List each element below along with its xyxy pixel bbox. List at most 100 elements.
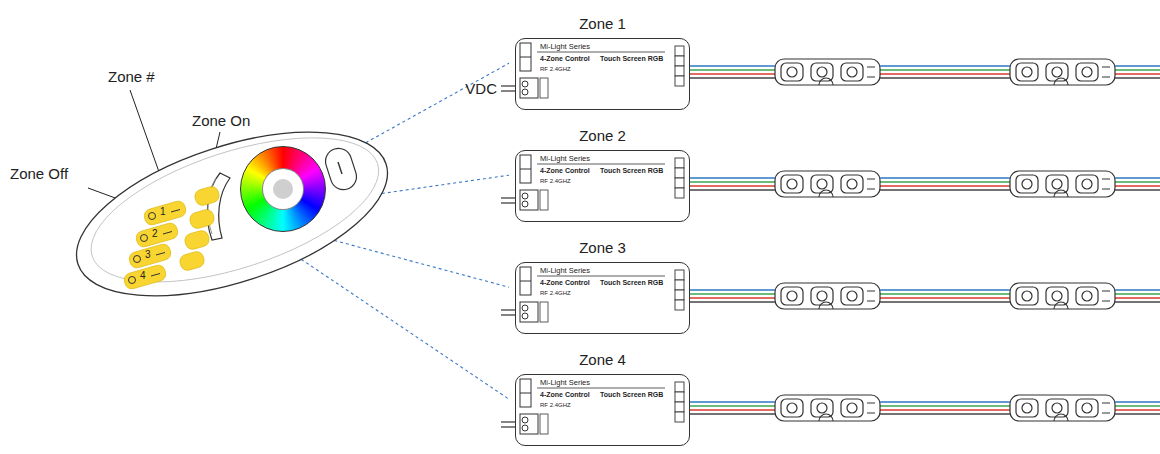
zone-button: [123, 264, 168, 291]
power-wire: [501, 85, 515, 86]
button-off-mark: [149, 213, 156, 220]
output-terminal: [675, 178, 684, 188]
button-on-mark: [171, 210, 180, 213]
zone-button: [128, 243, 173, 270]
output-terminal: [675, 56, 684, 66]
controller-box: Mi-Light Series 4-Zone Control Touch Scree…: [515, 374, 690, 446]
controller: Zone 3Mi-Light Series4-Zone ControlTouch…: [515, 236, 690, 334]
controller-text: RF 2.4GHZ: [540, 290, 571, 296]
button-on-mark: [156, 253, 165, 256]
zone-heading: Zone 4: [515, 351, 690, 368]
slider: [207, 173, 230, 240]
output-terminal: [675, 412, 684, 422]
dc-jack: [520, 302, 538, 322]
output-terminal: [675, 402, 684, 412]
power-wire: [501, 309, 515, 310]
remote-rim: [74, 128, 395, 303]
power-wire: [501, 90, 515, 91]
output-terminal: [675, 188, 684, 198]
terminal-divider: [520, 169, 531, 170]
jack-pin: [522, 305, 528, 311]
led-module: [1010, 59, 1115, 85]
button-off-mark: [129, 277, 136, 284]
controller-text: 4-Zone Control: [540, 167, 590, 174]
dc-jack: [520, 78, 538, 98]
controller-text: RF 2.4GHZ: [540, 66, 571, 72]
output-terminal: [675, 270, 684, 280]
callout-label: Zone #: [108, 68, 155, 85]
label-rule: [537, 52, 665, 53]
remote-outline: [70, 128, 400, 303]
remote-body: [70, 128, 400, 303]
controller-box: Mi-Light Series4-Zone ControlTouch Scree…: [515, 262, 690, 334]
controller-text: Mi-Light Series: [540, 154, 590, 163]
output-terminal: [675, 382, 684, 392]
jack-label-plate: [540, 302, 548, 322]
callout-label: Zone On: [192, 112, 250, 129]
controller: Zone 2 Mi-Light Series 4-Zone Control Touch…: [515, 124, 690, 222]
controller-text: Touch Screen RGB: [600, 55, 663, 62]
jack-pin: [522, 81, 528, 87]
terminal-divider: [520, 281, 531, 282]
remote-control: 1234: [70, 128, 400, 303]
output-terminal: [675, 168, 684, 178]
jack-pin: [522, 417, 528, 423]
label-rule: [537, 276, 665, 277]
color-wheel: [240, 146, 326, 232]
label-rule: [537, 164, 665, 165]
controller-text: Mi-Light Series: [540, 378, 590, 387]
power-mark: [338, 162, 342, 174]
button-on-mark: [151, 274, 160, 277]
controller-text: RF 2.4GHZ: [540, 402, 571, 408]
jack-label-plate: [540, 414, 548, 434]
zone-button: [188, 208, 215, 230]
callout-label: Zone Off: [10, 165, 68, 182]
controller-text: Touch Screen RGB: [600, 391, 663, 398]
output-terminal: [675, 66, 684, 76]
button-on-mark: [163, 232, 172, 235]
rf-link: [334, 240, 509, 287]
zone-heading: Zone 1: [515, 15, 690, 32]
button-number: 3: [145, 249, 151, 260]
zone-button: [143, 200, 188, 227]
output-terminal: [675, 280, 684, 290]
color-wheel-dot: [273, 179, 293, 199]
controller-text: Mi-Light Series: [540, 266, 590, 275]
power-wire: [501, 314, 515, 315]
jack-pin: [522, 313, 528, 319]
rf-link: [382, 175, 509, 193]
power-terminal: [520, 155, 531, 183]
button-off-mark: [134, 256, 141, 263]
button-off-mark: [141, 235, 148, 242]
power-terminal: [520, 379, 531, 407]
zone-button: [178, 250, 205, 272]
jack-pin: [522, 89, 528, 95]
controller-box: Mi-Light Series4-Zone ControlTouch Scree…: [515, 38, 690, 110]
controller-text: 4-Zone Control: [540, 55, 590, 62]
led-module: [775, 395, 880, 421]
controller-text: Touch Screen RGB: [600, 279, 663, 286]
dc-jack: [520, 414, 538, 434]
color-wheel-center: [263, 169, 303, 209]
power-terminal: [520, 43, 531, 71]
dc-jack: [520, 190, 538, 210]
button-number: 1: [160, 206, 166, 217]
jack-pin: [522, 425, 528, 431]
power-wire: [501, 197, 515, 198]
controller-text: 4-Zone Control: [540, 391, 590, 398]
zone-button: [183, 229, 210, 251]
power-wire: [501, 426, 515, 427]
controller-text: Touch Screen RGB: [600, 167, 663, 174]
led-module: [775, 283, 880, 309]
zone-heading: Zone 2: [515, 127, 690, 144]
output-terminal: [675, 290, 684, 300]
controller: Zone 1 Mi-Light Series4-Zone ControlTouch…: [515, 12, 690, 110]
jack-pin: [522, 193, 528, 199]
controller: Zone 4 Mi-Light Series 4-Zone Control Touch…: [515, 348, 690, 446]
terminal-divider: [520, 393, 531, 394]
supply-label: VDC: [465, 80, 497, 97]
button-number: 4: [140, 270, 146, 281]
zone-button: [135, 222, 180, 249]
led-module: [1010, 395, 1115, 421]
jack-pin: [522, 201, 528, 207]
